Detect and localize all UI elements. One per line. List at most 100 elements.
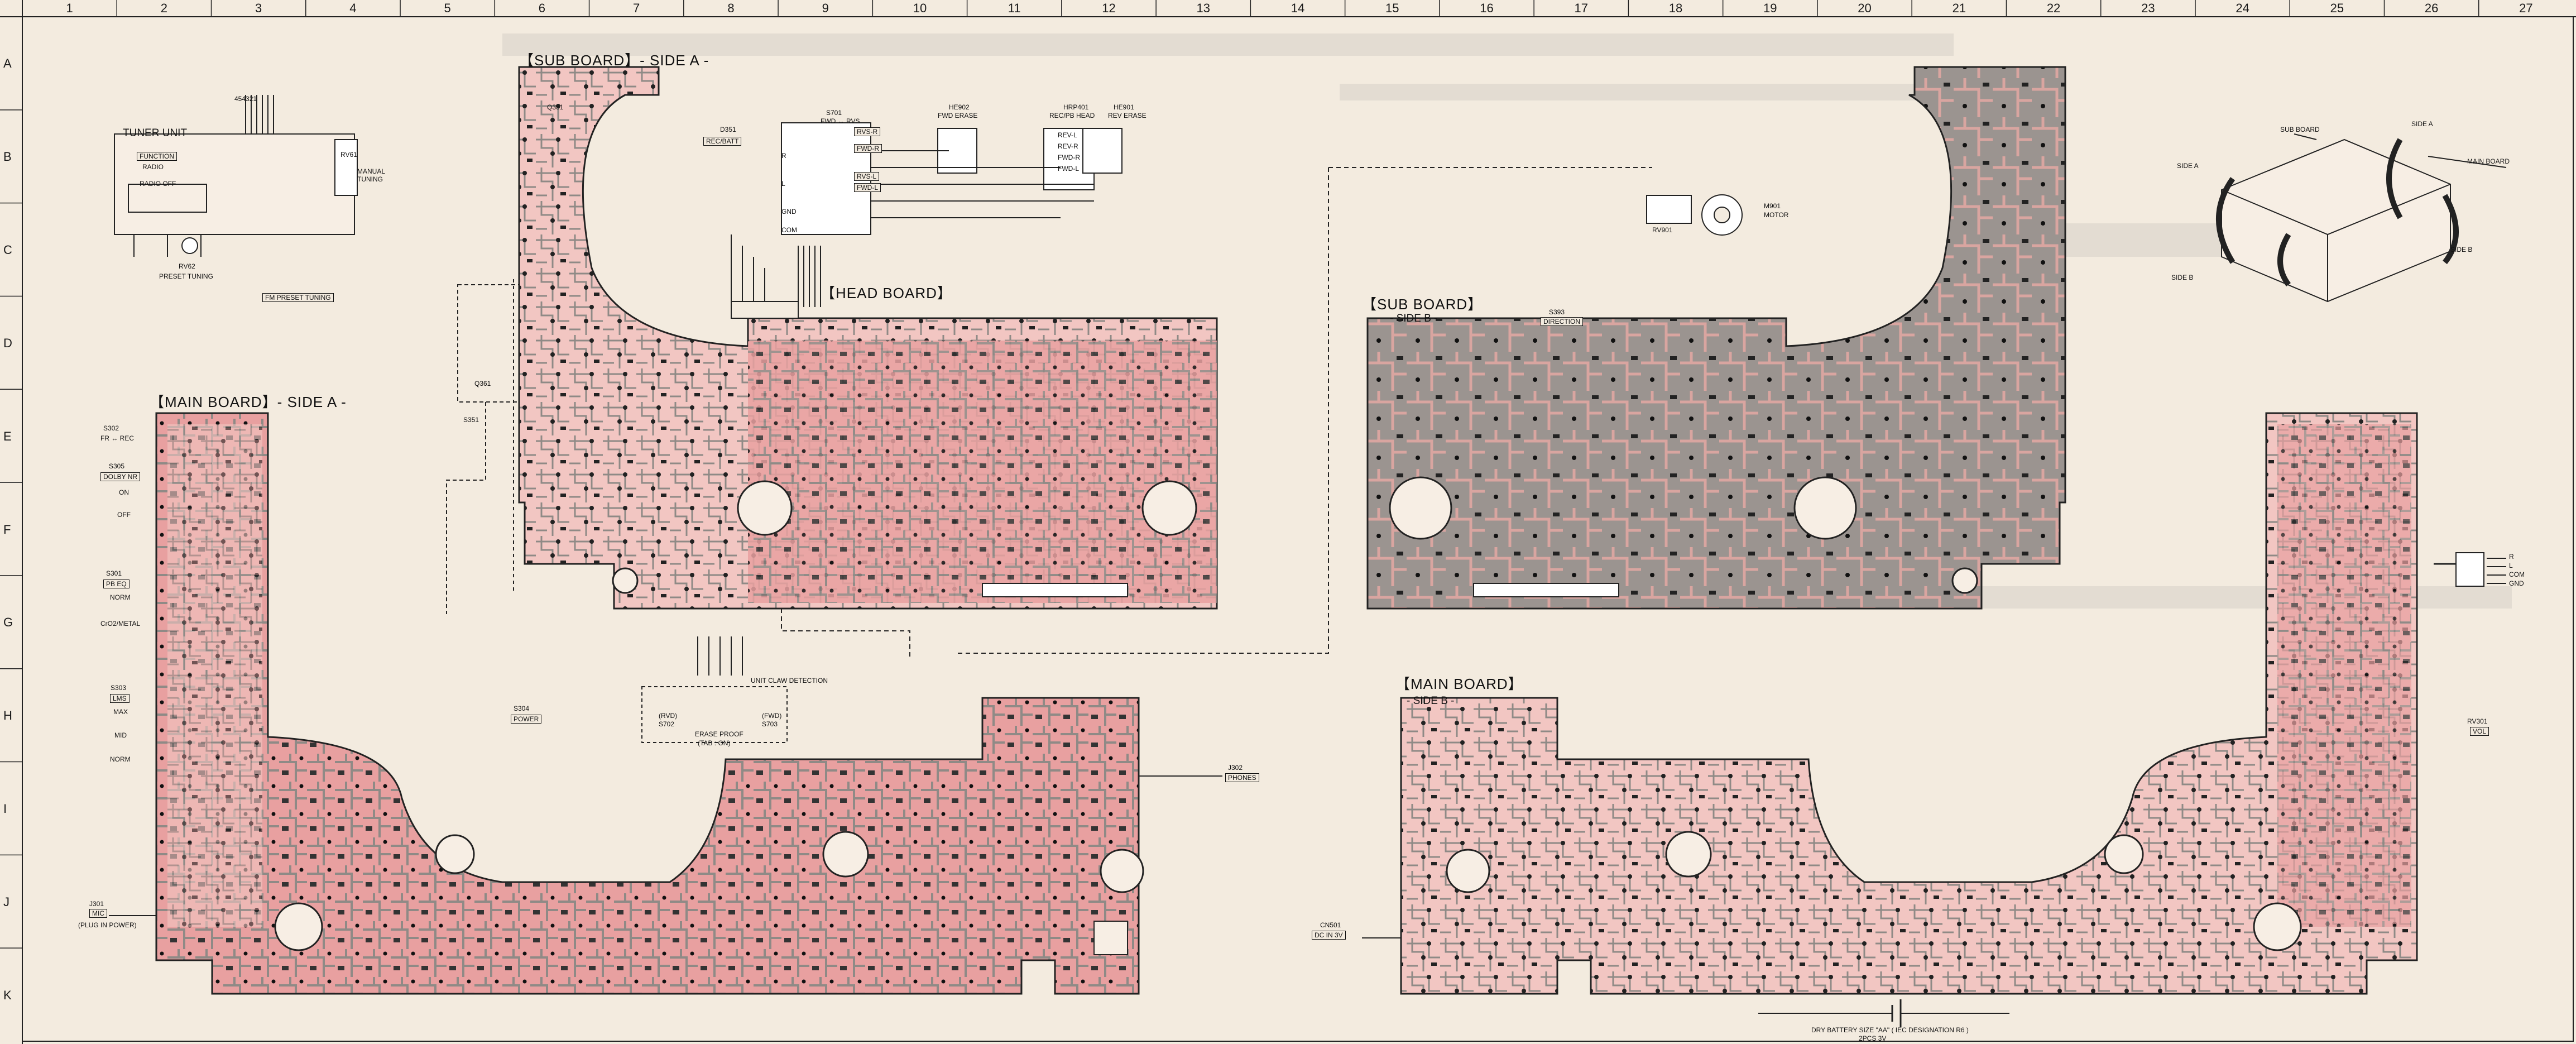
fwd-rvs-label: FWD ↔ RVS (821, 117, 860, 125)
rv901-label: RV901 (1652, 226, 1673, 234)
grid-column-label: 21 (1952, 1, 1966, 15)
s701-label: S701 (826, 109, 842, 117)
lms-label: LMS (110, 694, 129, 703)
hrp-fwd-r-label: FWD-R (1058, 154, 1080, 161)
grid-row-label: B (3, 150, 12, 164)
s303-label: S303 (111, 684, 127, 692)
tuner-unit-title: TUNER UNIT (123, 127, 188, 139)
grid-row-label: J (3, 894, 9, 909)
pin-rvs-r-label: RVS-R (854, 127, 881, 136)
hrp-rev-r-label: REV-R (1058, 142, 1078, 150)
grid-column-label: 4 (349, 1, 357, 15)
grid-column-label: 24 (2236, 1, 2249, 15)
j302-label: J302 (1228, 764, 1243, 772)
s301-label: S301 (106, 569, 122, 577)
max-label: MAX (113, 708, 128, 716)
mechanism-inset (2216, 133, 2507, 303)
grid-column-label: 14 (1291, 1, 1305, 15)
unit-claw-label: UNIT CLAW DETECTION (751, 677, 828, 684)
head-board-wiring (109, 122, 2506, 1027)
pin-l-label: L (781, 180, 785, 188)
he902-label: HE902 (949, 103, 970, 111)
grid-row-label: F (3, 522, 11, 537)
tuner-rv62-label: RV62 (179, 262, 195, 270)
d351-label: D351 (720, 126, 736, 133)
s304-label: S304 (514, 705, 530, 712)
grid-column-label: 3 (255, 1, 262, 15)
off-label: OFF (117, 511, 131, 519)
tab-on-label: (TAB : ON) (698, 739, 731, 747)
grid-column-label: 20 (1858, 1, 1872, 15)
grid-column-label: 17 (1574, 1, 1588, 15)
grid-row-label: I (3, 801, 7, 816)
he901-label: HE901 (1114, 103, 1134, 111)
sub-board-side-b (1366, 66, 2066, 610)
vol-label: VOL (2470, 727, 2489, 736)
hrp-fwd-l-label: FWD-L (1058, 165, 1079, 173)
rvd-label: (RVD) (659, 712, 678, 720)
tuner-unit-drawing (114, 95, 358, 257)
rev-erase-label: REV ERASE (1108, 112, 1147, 119)
s702-label: S702 (659, 720, 675, 728)
grid-column-label: 15 (1385, 1, 1399, 15)
erase-proof-label: ERASE PROOF (695, 730, 743, 738)
pin-rvs-l-label: RVS-L (854, 172, 880, 181)
cn501-label: CN501 (1320, 921, 1341, 929)
power-label: POWER (511, 715, 542, 724)
grid-column-label: 5 (444, 1, 451, 15)
grid-column-label: 7 (633, 1, 640, 15)
norm-label-2: NORM (110, 755, 131, 763)
head-board-title: 【HEAD BOARD】 (821, 285, 952, 301)
tuner-function-label: FUNCTION (137, 152, 177, 161)
inset-side-b-left: SIDE B (2171, 274, 2194, 281)
inset-sub-board-label: SUB BOARD (2280, 126, 2320, 133)
grid-column-label: 6 (538, 1, 546, 15)
grid-row-label: K (3, 988, 12, 1002)
pin-fwd-l-label: FWD-L (854, 183, 881, 192)
dc-in-label: DC IN 3V (1312, 931, 1346, 940)
s305-label: S305 (109, 462, 125, 470)
grid-column-label: 19 (1763, 1, 1777, 15)
grid-row-label: E (3, 429, 12, 443)
main-board-b-title: 【MAIN BOARD】 (1395, 676, 1523, 692)
grid-column-label: 11 (1008, 1, 1021, 15)
inset-side-a-right: SIDE A (2411, 120, 2433, 128)
pb-eq-label: PB EQ (103, 580, 129, 588)
conn-pin-l: L (2509, 562, 2513, 569)
crom-metal-label: CrO2/METAL (100, 620, 141, 628)
grid-column-label: 13 (1196, 1, 1210, 15)
grid-column-label: 10 (913, 1, 927, 15)
grid-column-label: 16 (1480, 1, 1494, 15)
conn-pin-gnd: GND (2509, 580, 2524, 587)
grid-row-label: H (3, 708, 12, 723)
plug-in-power-label: (PLUG IN POWER) (78, 921, 137, 929)
grid-row-label: D (3, 336, 12, 350)
main-board-side-b (1400, 412, 2418, 995)
mic-label: MIC (89, 909, 107, 918)
s302-label: S302 (103, 424, 119, 432)
hrp-rev-l-label: REV-L (1058, 131, 1077, 139)
rec-pb-head-label: REC/PB HEAD (1049, 112, 1095, 119)
grid-column-label: 8 (727, 1, 735, 15)
sub-board-a-title: 【SUB BOARD】- SIDE A - (519, 52, 709, 69)
rec-batt-label: REC/BATT (703, 137, 742, 146)
m901-label: M901 (1764, 202, 1781, 210)
norm-label-1: NORM (110, 593, 131, 601)
grid-column-label: 1 (66, 1, 73, 15)
grid-column-label: 26 (2424, 1, 2439, 15)
pin-r-label: R (781, 152, 786, 160)
q361-label: Q361 (474, 380, 491, 387)
grid-row-label: A (3, 56, 12, 71)
grid-row-label: C (3, 243, 12, 257)
sub-board-b-title: 【SUB BOARD】 (1362, 296, 1483, 313)
tuner-radio-label: RADIO (142, 163, 164, 171)
inset-side-a-left: SIDE A (2177, 162, 2199, 170)
conn-pin-r: R (2509, 553, 2514, 561)
fwd-erase-label: FWD ERASE (938, 112, 978, 119)
motor-label: MOTOR (1764, 211, 1789, 219)
main-board-a-title: 【MAIN BOARD】- SIDE A - (150, 394, 347, 410)
pin-fwd-r-label: FWD-R (854, 144, 882, 153)
grid-row-label: G (3, 615, 13, 630)
mid-label: MID (114, 731, 127, 739)
